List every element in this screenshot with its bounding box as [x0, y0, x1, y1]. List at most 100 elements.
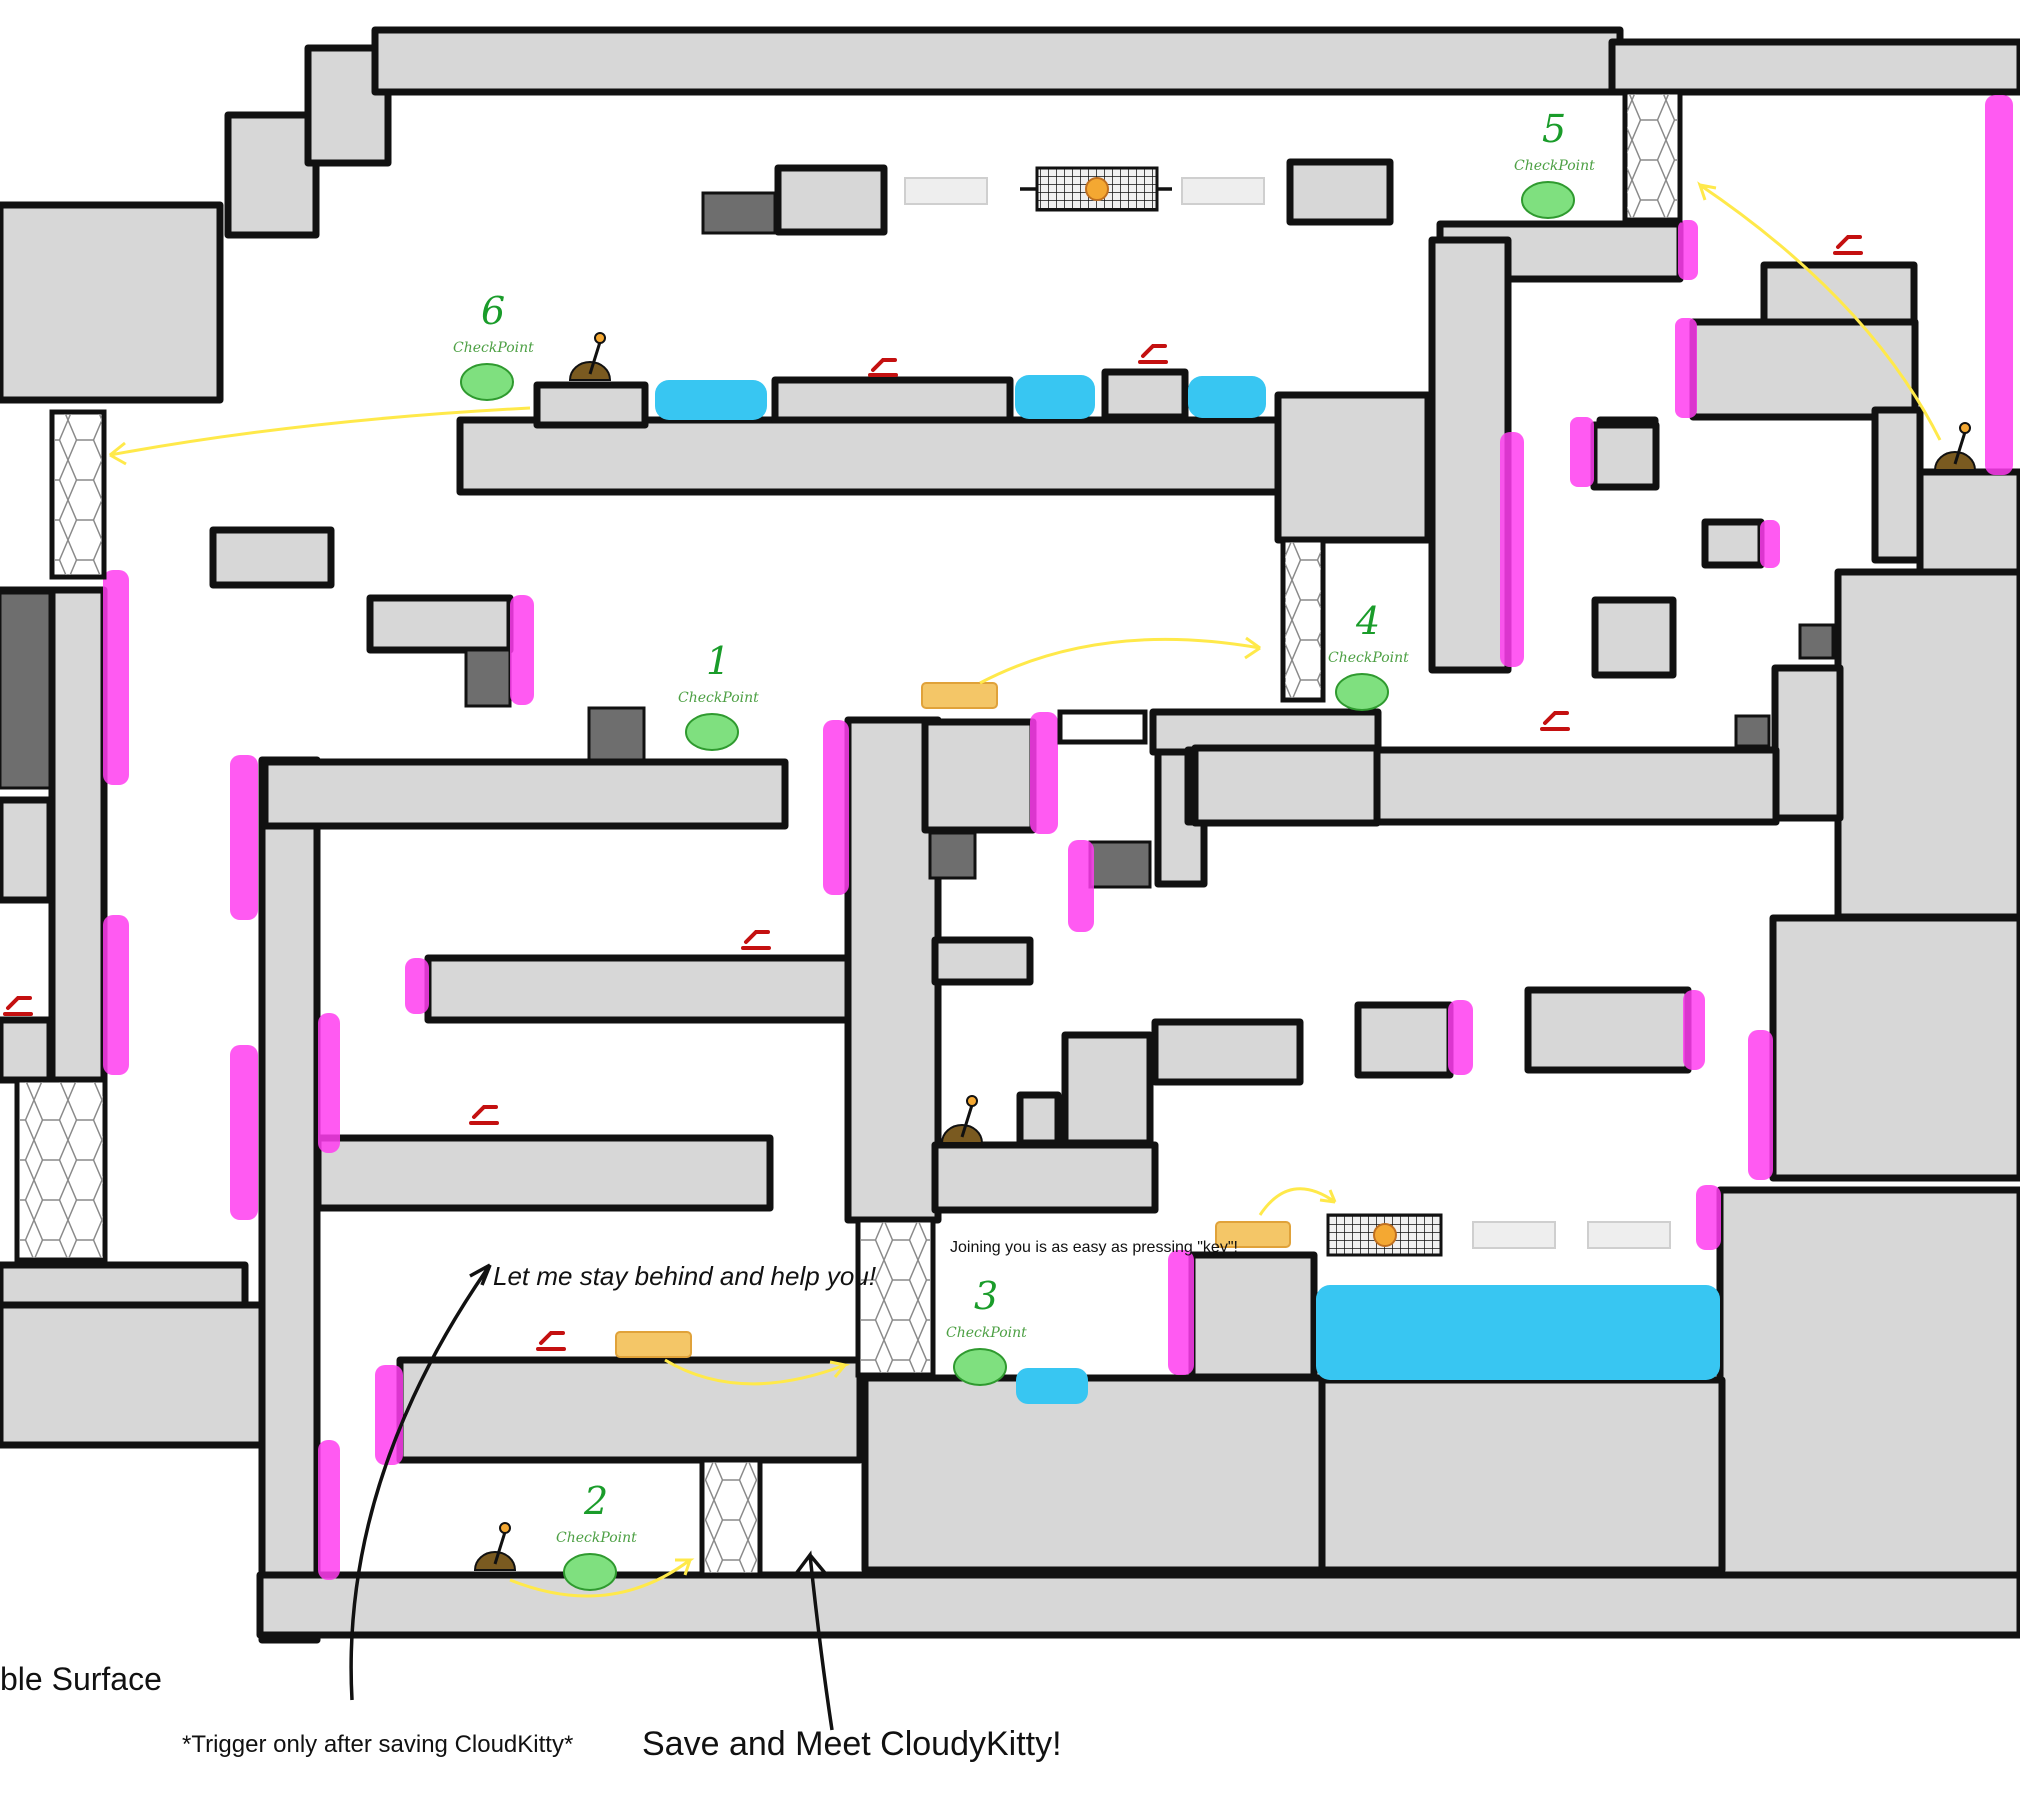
yellow-arrow-icon	[509, 1558, 695, 1598]
water-pool	[655, 380, 767, 420]
wall-bottom-floor	[256, 1571, 2020, 1639]
wall	[1286, 158, 1394, 226]
wall	[396, 1356, 864, 1464]
wall-left-pillar	[258, 756, 321, 1644]
wall	[1689, 318, 1919, 421]
wall	[931, 936, 1034, 986]
sticky-surface	[375, 1365, 403, 1465]
hex-door	[1057, 709, 1148, 745]
red-spike-icon	[469, 1105, 499, 1125]
wall	[1524, 986, 1692, 1074]
black-arrow-icon	[349, 1263, 492, 1701]
wall	[366, 594, 514, 654]
hint-arrows	[109, 181, 1942, 1598]
hex-door-pattern	[19, 1082, 103, 1258]
wall-central-shelf	[456, 416, 1284, 496]
keys	[615, 682, 1291, 1358]
sticky-surface	[1448, 1000, 1473, 1075]
hex-door-pattern	[54, 414, 102, 575]
wall	[771, 376, 1014, 424]
wall	[209, 526, 335, 589]
red-spike-icon	[536, 1331, 566, 1351]
sticky-surface	[1030, 712, 1058, 834]
sticky-surface	[103, 570, 129, 785]
hex-door-pattern	[1285, 542, 1321, 698]
wall	[1916, 468, 2020, 576]
wall-top-ceiling	[371, 26, 1624, 96]
wall	[1716, 1186, 2020, 1584]
wall	[1354, 1001, 1454, 1079]
checkpoint-label: CheckPoint	[678, 690, 759, 706]
wall	[224, 111, 320, 239]
wall	[0, 796, 54, 904]
wall	[1101, 368, 1189, 421]
red-spike-icon	[741, 930, 771, 950]
wall	[1591, 596, 1677, 679]
water-pool-large	[1316, 1285, 1720, 1380]
sticky-surface	[1696, 1185, 1721, 1250]
sticky-surface	[1985, 95, 2013, 475]
ghost-gate	[1587, 1221, 1671, 1249]
sticky-surface	[103, 915, 129, 1075]
checkpoint-label: CheckPoint	[946, 1325, 1027, 1341]
checkpoint-number: 5	[1542, 107, 1566, 151]
red-spike-icon	[1833, 235, 1863, 255]
water-pools	[655, 375, 1720, 1404]
wall	[1016, 1091, 1062, 1147]
sticky-surface	[1500, 432, 1524, 667]
sticky-surface	[1675, 318, 1697, 418]
hex-door-pattern	[860, 1222, 931, 1373]
green-dragon-icon	[563, 1553, 617, 1591]
checkpoint-label: CheckPoint	[1514, 158, 1595, 174]
checkpoint-number: 6	[481, 289, 505, 333]
yellow-arrow-icon	[664, 1358, 851, 1386]
lever-icon	[568, 332, 612, 381]
wall	[1061, 1031, 1154, 1147]
red-spike-icon	[868, 358, 898, 377]
wall	[533, 381, 649, 429]
wall	[48, 586, 108, 1084]
note-trigger: *Trigger only after saving CloudKitty*	[182, 1731, 573, 1758]
wall	[261, 758, 789, 830]
green-dragon-icon	[685, 713, 739, 751]
wall	[0, 1261, 249, 1309]
checkpoint-label: CheckPoint	[556, 1530, 637, 1546]
wall	[424, 954, 852, 1024]
checkpoint-number: 2	[583, 1479, 608, 1523]
ghost-gate	[904, 177, 988, 205]
red-spike-icon	[1138, 344, 1168, 364]
wall	[1191, 744, 1381, 827]
wall	[1151, 1018, 1304, 1086]
note-stay-behind: Let me stay behind and help you!	[493, 1261, 876, 1291]
key-plate-icon	[921, 682, 998, 709]
wall	[1318, 1376, 1726, 1574]
hex-doors	[14, 89, 1683, 1578]
sticky-surface	[318, 1013, 340, 1153]
sticky-surface	[1570, 417, 1594, 487]
black-arrow-icon	[793, 1550, 834, 1731]
crate	[1734, 714, 1771, 748]
green-dragon-icon	[953, 1348, 1007, 1386]
water-pool	[1188, 376, 1266, 418]
wall	[1428, 236, 1512, 674]
checkpoint-number: 1	[706, 639, 730, 683]
sticky-surface	[510, 595, 534, 705]
sticky-surface	[1748, 1030, 1773, 1180]
wall	[861, 1374, 1329, 1574]
lever-icon	[940, 1095, 984, 1144]
yellow-arrow-icon	[1697, 181, 1942, 441]
checkpoint-label: CheckPoint	[453, 340, 534, 356]
red-spike-icon	[3, 996, 33, 1016]
wall	[1701, 518, 1765, 569]
wall	[1834, 568, 2020, 921]
gear-gates	[904, 166, 1671, 1257]
wall	[774, 164, 888, 236]
note-joining: Joining you is as easy as pressing "key"…	[950, 1239, 1238, 1256]
hex-door-pattern	[1627, 94, 1678, 218]
wall	[314, 1134, 774, 1212]
checkpoint-number: 4	[1355, 599, 1380, 643]
sticky-surface	[230, 1045, 258, 1220]
crate	[1088, 840, 1152, 889]
wall	[1769, 914, 2020, 1182]
